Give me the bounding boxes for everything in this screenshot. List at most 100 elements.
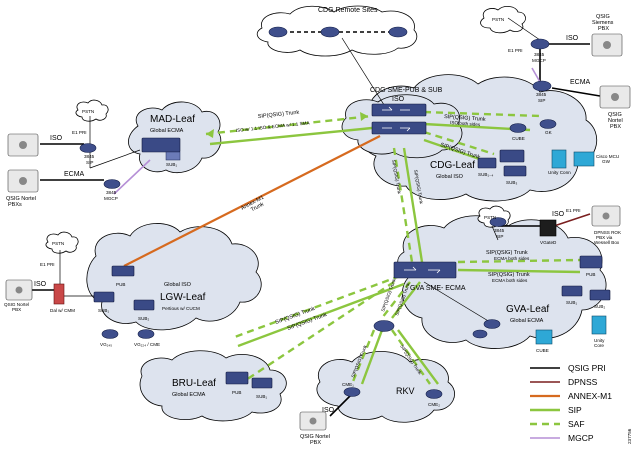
gva-sme-label: GVA SME- ECMA <box>410 285 466 292</box>
lgw-dal-cmm-device[interactable] <box>53 283 65 305</box>
lgw-vg245-router[interactable] <box>101 329 119 339</box>
pstn-label-lgw: PSTN <box>52 241 64 246</box>
bru-pub-server[interactable] <box>225 371 249 385</box>
e1-pri-label-gva: E1 PRI <box>566 208 581 213</box>
lgw-vg224-cme-router[interactable] <box>137 329 155 339</box>
gva-sub2-label: SUB₂ <box>594 304 605 309</box>
trunk-mad-cdg[interactable] <box>205 112 373 146</box>
mgcp-links <box>113 67 541 195</box>
trunk-annex-cdg-lgw[interactable] <box>123 135 381 267</box>
iso-label-lgw: ISO <box>34 281 47 288</box>
cdg-cube-router[interactable] <box>509 123 527 133</box>
trunk-gva-bru[interactable] <box>245 280 395 382</box>
cloud-label-rkv: RKV <box>396 386 415 396</box>
gva-unity-core[interactable] <box>591 315 607 335</box>
gva-cube-device[interactable] <box>535 329 553 345</box>
trunk-label-cdg-gva-b: SIP(QSIG) Trunk <box>413 169 424 205</box>
rkv-cme1-label: CME₁ <box>342 382 354 387</box>
qsig-nortel-rkv-label: QSIG Nortel PBX <box>300 434 331 446</box>
siemens-3845-mgcp-router[interactable] <box>530 38 550 50</box>
remote-router-2[interactable] <box>320 26 340 38</box>
cdg-sme-label: CDG SME-PUB & SUB <box>370 87 443 94</box>
siemens-3845-sip-router[interactable] <box>532 80 552 92</box>
cdg-mcu-label-line1: Cisco MCU <box>596 154 619 159</box>
r3845-label-siemens-sip: 3845 <box>536 92 547 97</box>
trunk-gva-rkv[interactable] <box>381 281 421 319</box>
lgw-sub1-label: SUB₁ <box>98 308 109 313</box>
cdg-sub1-4-server[interactable] <box>477 149 527 177</box>
trunk-gva-pub[interactable] <box>457 258 581 274</box>
trunk-rkv-cme[interactable] <box>350 329 439 385</box>
cloud-label-gva: GVA-Leaf <box>506 304 549 315</box>
qsig-nortel-left-label: QSIG Nortel PBXs <box>6 196 37 208</box>
trunk-cdg-gva[interactable] <box>392 147 424 263</box>
mad-3845-mgcp-router[interactable] <box>103 179 121 189</box>
rkv-router[interactable] <box>373 320 395 332</box>
gva-dpnss-label-line1: DPNSS ROK <box>594 230 622 235</box>
legend-label-mgcp: MGCP <box>568 433 594 443</box>
ecma-label-mad: ECMA <box>64 171 85 178</box>
bru-sub1-server[interactable] <box>251 377 273 389</box>
cdg-unity-conn[interactable] <box>551 149 567 169</box>
trunk-label-cdg-gk-sub: ISO both sides <box>450 120 481 127</box>
qsig-nortel-pbx-left-1[interactable] <box>7 133 39 157</box>
cloud-rkv <box>316 351 455 423</box>
gva-vgated-device[interactable] <box>539 219 557 237</box>
qsig-nortel-rkv-label-line1: QSIG Nortel <box>300 434 330 440</box>
cloud-label-gva-sub: Global ECMA <box>510 318 544 324</box>
gva-dpnss-label-line3: Wessell Box <box>594 240 620 245</box>
rkv-cme1-router[interactable] <box>343 387 361 397</box>
gva-small-router[interactable] <box>472 329 488 339</box>
lgw-sub1-server[interactable] <box>93 291 115 303</box>
gva-vgate-label: VGateD <box>540 240 557 245</box>
remote-router-3[interactable] <box>388 26 408 38</box>
trunk-label-cdg-gk: SIP(QSIG) Trunk <box>444 114 486 123</box>
gva-dpnss-pbx[interactable] <box>591 205 621 227</box>
cdg-sub3-label: SUB₃ <box>506 180 517 185</box>
qsig-siemens-label-line2: Siemens <box>592 20 614 26</box>
bru-sub1-label: SUB₁ <box>256 394 267 399</box>
gva-sme-server[interactable] <box>393 261 457 279</box>
cdg-gk-router[interactable] <box>539 119 557 129</box>
r3845-label-mad-mgcp: 3845 <box>106 190 117 195</box>
pstn-label-gva: PSTN <box>484 215 496 220</box>
lgw-qsig-nortel-pbx[interactable] <box>5 279 33 301</box>
mad-sub-server[interactable] <box>141 137 181 161</box>
mad-3845-sip-router[interactable] <box>79 143 97 153</box>
bru-pub-label: PUB <box>232 390 241 395</box>
gva-cube-label: CUBE <box>536 348 549 353</box>
cdg-cisco-mcu[interactable] <box>573 151 595 167</box>
remote-router-1[interactable] <box>268 26 288 38</box>
trunk-label-mad-cdg: SIP(QSIG) Trunk <box>258 110 300 120</box>
gva-pub-server[interactable] <box>579 255 603 269</box>
gva-3845-router[interactable] <box>489 217 507 227</box>
rkv-cme2-label: CME₂ <box>428 402 440 407</box>
lgw-pub-server[interactable] <box>111 265 135 277</box>
gva-sub1-server[interactable] <box>561 285 583 297</box>
qsig-nortel-left-label-line1: QSIG Nortel <box>6 196 36 202</box>
gva-sub2-server[interactable] <box>589 289 611 301</box>
rkv-cme2-router[interactable] <box>425 389 443 399</box>
qsig-siemens-label-line1: QSIG <box>596 14 610 20</box>
trunk-gva-lgw[interactable] <box>231 274 405 348</box>
qsig-siemens-pbx[interactable] <box>591 33 623 57</box>
e1-pri-label-mad: E1 PRI <box>72 130 87 135</box>
cloud-pstn-mad <box>75 99 109 122</box>
rkv-qsig-nortel-pbx[interactable] <box>299 411 327 431</box>
cdg-sme-server[interactable] <box>371 103 427 135</box>
qsig-nortel-pbx-right[interactable] <box>599 85 631 109</box>
trunk-label-mad-cdg-sub: ISO w/ 1.1 ISO & ECMA w/ 1.1 SMA <box>236 120 311 133</box>
legend-label-qsig: QSIG PRI <box>568 363 606 373</box>
gva-pub-label: PUB <box>586 272 595 277</box>
e1-pri-label-lgw: E1 PRI <box>40 262 55 267</box>
qsig-nortel-right-label-line3: PBX <box>610 124 621 130</box>
legend-label-saf: SAF <box>568 419 585 429</box>
cloud-pstn-lgw <box>45 231 79 254</box>
lgw-sub2-server[interactable] <box>133 299 155 311</box>
qsig-nortel-pbx-left-2[interactable] <box>7 169 39 193</box>
cloud-label-mad-sub: Global ECMA <box>150 128 184 134</box>
gva-lower-router[interactable] <box>483 319 501 329</box>
e1-pri-label-siemens: E1 PRI <box>508 48 523 53</box>
qsig-nortel-right-label-line2: Nortel <box>608 118 623 124</box>
sip-label-mad: SIP <box>86 160 93 165</box>
